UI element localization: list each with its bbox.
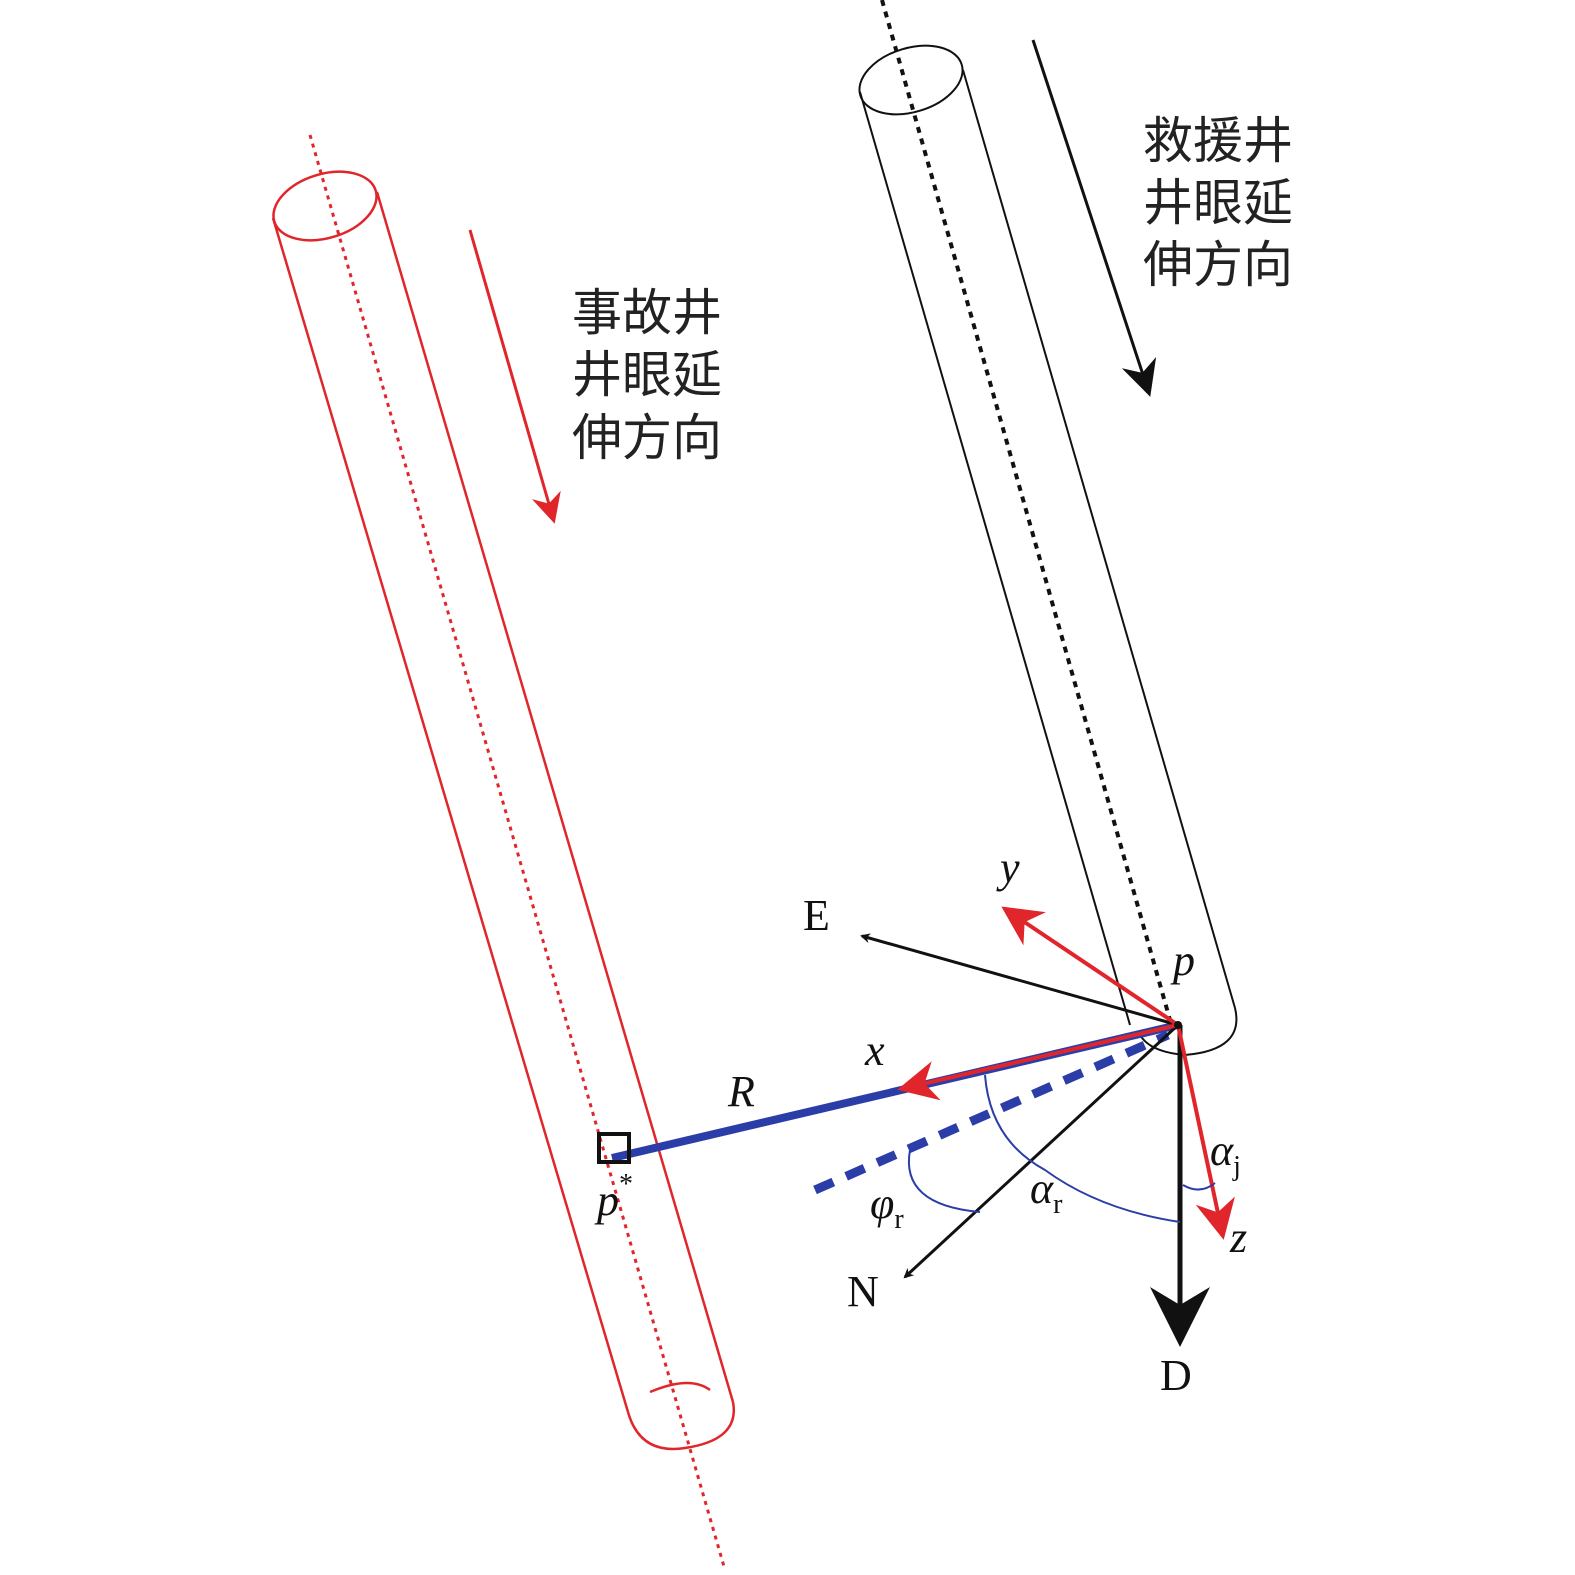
axis-E — [860, 933, 1179, 1027]
label-p-star: p* — [594, 1169, 633, 1225]
rescue-well-label: 救援井 井眼延 伸方向 — [1143, 112, 1293, 294]
label-alpha-r: αr — [1030, 1164, 1063, 1220]
label-E: E — [803, 891, 830, 940]
rescue-direction-arrow — [1031, 39, 1157, 397]
projection-dashed-line — [813, 1030, 1170, 1195]
accident-well-centerline — [308, 134, 727, 1571]
label-alpha-j: αj — [1210, 1126, 1241, 1182]
axis-N — [903, 1023, 1180, 1279]
accident-label-line: 事故井 — [572, 284, 722, 342]
accident-well-cylinder — [271, 134, 736, 1571]
rescue-well-centerline — [880, 0, 1172, 1021]
label-y: y — [996, 843, 1020, 892]
axis-z — [1176, 1024, 1235, 1240]
alpha-r-arc — [984, 1074, 1181, 1223]
axis-y — [1001, 906, 1180, 1027]
label-p: p — [1170, 936, 1195, 985]
label-phi-r: φr — [870, 1179, 904, 1235]
rescue-well-top-cap — [858, 44, 964, 116]
axis-x — [897, 1023, 1179, 1101]
accident-direction-arrow — [468, 229, 561, 524]
phi-r-arc — [907, 1149, 981, 1213]
rescue-label-line: 井眼延 — [1143, 174, 1293, 232]
rescue-label-line: 救援井 — [1143, 112, 1293, 170]
right-angle-marker — [597, 1132, 631, 1164]
accident-label-line: 伸方向 — [572, 409, 722, 467]
accident-well-label: 事故井 井眼延 伸方向 — [572, 284, 722, 467]
label-R: R — [727, 1067, 755, 1116]
alpha-j-arc — [1182, 1182, 1216, 1191]
label-D: D — [1160, 1351, 1192, 1400]
label-N: N — [847, 1267, 879, 1316]
rescue-label-line: 伸方向 — [1143, 236, 1293, 294]
point-p-marker — [1174, 1021, 1182, 1029]
rescue-well-cylinder — [858, 0, 1238, 1057]
accident-well-top-cap — [272, 170, 378, 242]
label-z: z — [1229, 1213, 1247, 1262]
accident-label-line: 井眼延 — [572, 346, 722, 404]
label-x: x — [864, 1026, 885, 1075]
